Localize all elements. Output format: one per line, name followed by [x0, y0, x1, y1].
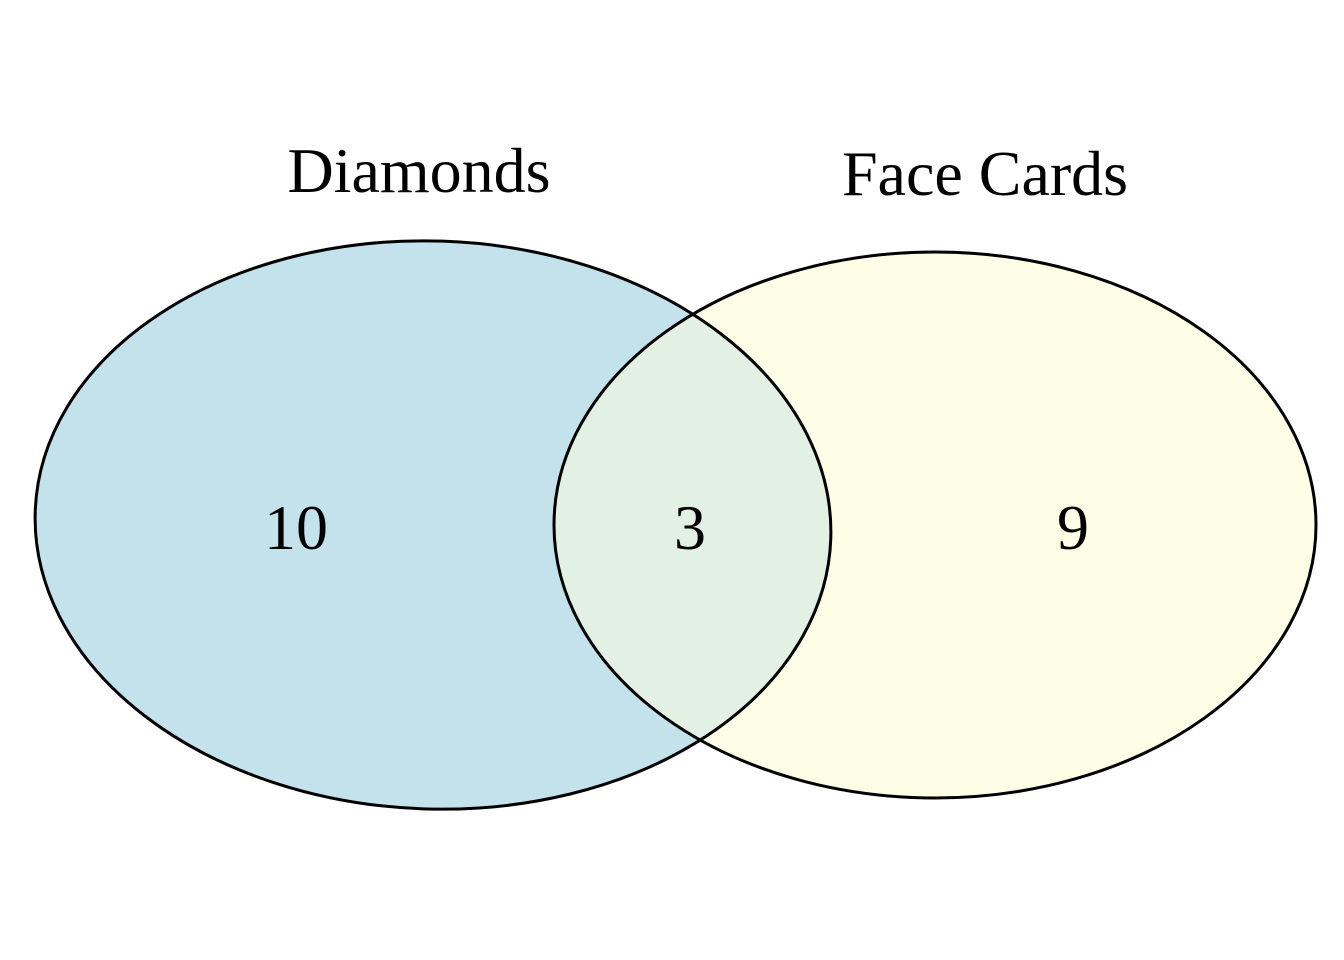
intersection-count: 3 [674, 492, 706, 563]
diamonds-set-label: Diamonds [287, 135, 550, 206]
diamonds-set-outline [33, 239, 833, 811]
diamonds-only-count: 10 [264, 492, 328, 563]
face-cards-only-count: 9 [1057, 492, 1089, 563]
intersection-fill [554, 252, 841, 798]
face-cards-set-outline [552, 250, 1318, 800]
face-cards-set-label: Face Cards [842, 138, 1128, 209]
